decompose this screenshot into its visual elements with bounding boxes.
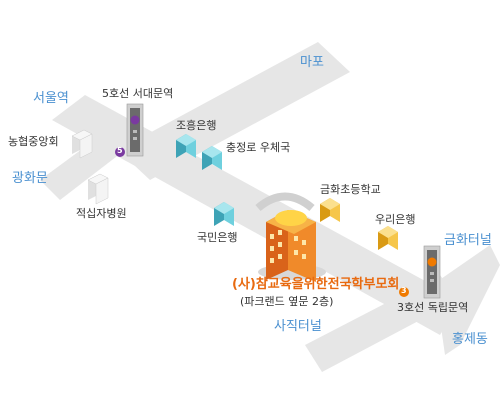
building-kookmin-bank xyxy=(214,202,234,226)
post-office-label: 충정로 우체국 xyxy=(226,141,291,154)
destination-detail: (파크랜드 옆문 2층) xyxy=(240,295,334,308)
line3-number: 3 xyxy=(401,286,407,295)
building-woori-bank xyxy=(378,226,398,250)
dongnimmun-station-pillar xyxy=(423,245,441,299)
woori-bank-label: 우리은행 xyxy=(375,213,416,226)
geumhwa-school-label: 금화초등학교 xyxy=(320,183,381,196)
sajik-road xyxy=(305,275,458,372)
seodaemun-station-pillar xyxy=(126,103,144,157)
building-geumhwa-school xyxy=(320,198,340,222)
line5-marker xyxy=(115,147,125,157)
kookmin-bank-label: 국민은행 xyxy=(197,231,238,244)
area-sajik-tunnel: 사직터널 xyxy=(274,319,322,334)
hongje-road xyxy=(425,245,500,355)
building-nonghyup xyxy=(71,129,93,159)
overpass xyxy=(255,192,315,212)
area-seoul-station: 서울역 xyxy=(33,91,69,106)
joheung-bank-label: 조흥은행 xyxy=(176,119,217,132)
line5-number: 5 xyxy=(117,146,123,155)
red-cross-hospital-label: 적십자병원 xyxy=(76,207,127,220)
destination-name: (사)참교육을위한전국학부모회 xyxy=(232,277,400,292)
area-mapo: 마포 xyxy=(300,55,324,70)
nonghyup-label: 농협중앙회 xyxy=(8,135,59,148)
building-hospital xyxy=(87,173,109,205)
area-gwanghwamun: 광화문 xyxy=(12,171,48,186)
building-post-office xyxy=(202,146,222,170)
seodaemun-station-label: 5호선 서대문역 xyxy=(102,87,174,100)
line3-marker xyxy=(399,287,409,297)
gwanghwamun-road xyxy=(40,130,125,200)
area-hongje: 홍제동 xyxy=(452,332,488,347)
building-joheung-bank xyxy=(176,134,196,158)
area-geumhwa-tunnel: 금화터널 xyxy=(444,233,492,248)
destination-building xyxy=(258,210,326,282)
dongnimmun-station-label: 3호선 독립문역 xyxy=(397,301,469,314)
